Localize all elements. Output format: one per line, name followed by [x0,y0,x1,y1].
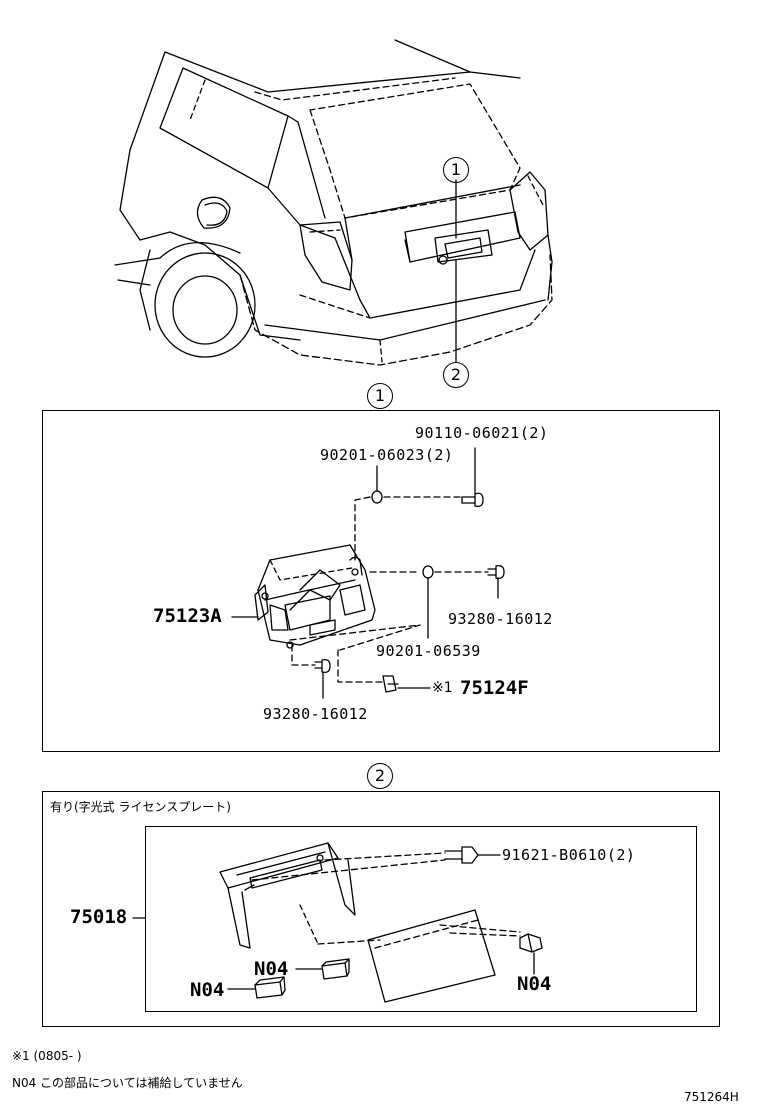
callout-1-car: 1 [443,157,469,183]
panel2-header: 有り(字光式 ライセンスプレート) [50,800,231,814]
part-label-90201-06023: 90201-06023(2) [320,446,454,464]
panel2-line-art [132,842,543,1003]
footnote-1: ※1 (0805- ) [12,1049,82,1063]
part-label-90110-06021: 90110-06021(2) [415,424,549,442]
part-label-N04-nut: N04 [517,973,552,995]
part-label-91621-B0610: 91621-B0610(2) [502,846,636,864]
figure-id: 751264H [684,1090,739,1104]
section-1-marker: 1 [367,383,393,409]
part-label-93280-16012-right: 93280-16012 [448,610,553,628]
part-label-75018: 75018 [70,906,128,928]
detail-panel-2-inner [145,826,697,1012]
panel1-line-art [231,447,505,699]
section-2-marker: 2 [367,763,393,789]
part-label-N04-pad-upper: N04 [254,958,289,980]
callout-2-car: 2 [443,362,469,388]
car-rear-illustration [114,39,553,366]
part-label-75124F: 75124F [460,677,529,699]
note-mark-1: ※1 [432,680,453,696]
detail-panel-2 [42,791,720,1027]
part-label-90201-06539: 90201-06539 [376,642,481,660]
part-label-75123A: 75123A [153,605,222,627]
detail-panel-1 [42,410,720,752]
part-label-93280-16012-bottom: 93280-16012 [263,705,368,723]
footnote-2: N04 この部品については補給していません [12,1076,243,1090]
part-label-N04-pad-lower: N04 [190,979,225,1001]
